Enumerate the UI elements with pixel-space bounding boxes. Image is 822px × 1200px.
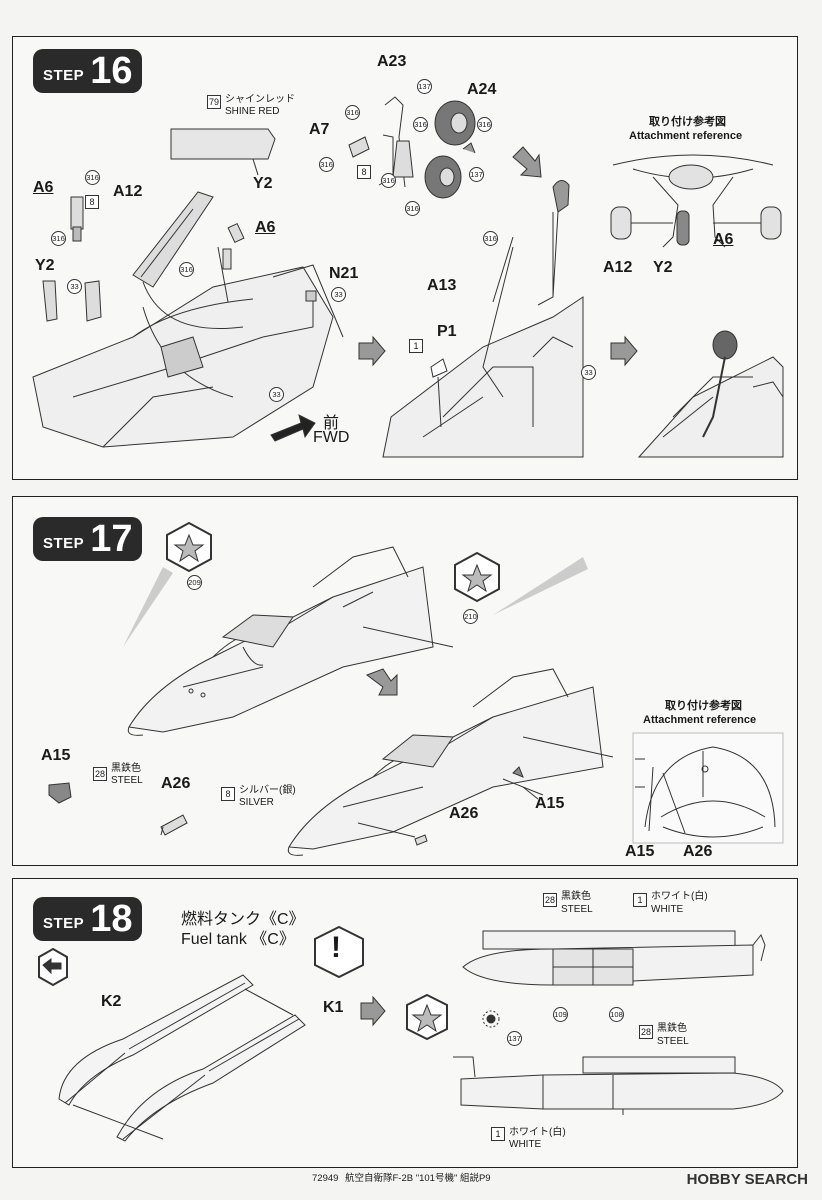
part-label-k1: K1 (323, 999, 344, 1016)
decal-316: 316 (345, 105, 360, 120)
decal-109: 109 (553, 1007, 568, 1022)
fwd-label-jp: 前 (323, 415, 340, 432)
decal-108: 108 (609, 1007, 624, 1022)
decal-316: 316 (483, 231, 498, 246)
paint-code-box: 28 (93, 767, 107, 781)
decal-316: 316 (381, 173, 396, 188)
paint-code-box: 28 (543, 893, 557, 907)
part-label-a13: A13 (427, 277, 457, 294)
part-label-a24: A24 (467, 81, 497, 98)
paint-name-jp: ホワイト(白) (509, 1127, 566, 1138)
paint-code-box: 8 (357, 165, 371, 179)
ref-label-a12: A12 (603, 259, 633, 276)
paint-name-jp: ホワイト(白) (651, 891, 708, 902)
decal-316: 316 (477, 117, 492, 132)
step18-panel: STEP 18 (12, 878, 798, 1168)
step16-badge: STEP 16 (33, 49, 143, 93)
footer-code: 72949 (312, 1173, 339, 1184)
part-label-a12: A12 (113, 183, 143, 200)
paint-name-en: WHITE (509, 1139, 542, 1150)
paint-code-box: 1 (409, 339, 423, 353)
part-label-n21: N21 (329, 265, 359, 282)
part-label-p1: P1 (437, 323, 457, 340)
step-number: 18 (90, 898, 133, 940)
step18-illustration (38, 925, 784, 1142)
decal-316: 316 (413, 117, 428, 132)
paint-code-box: 79 (207, 95, 221, 109)
paint-name-en: STEEL (111, 775, 143, 786)
decal-137: 137 (417, 79, 432, 94)
part-label-y2: Y2 (253, 175, 273, 192)
reference-title-en: Attachment reference (629, 130, 743, 142)
part-label-a26: A26 (449, 805, 479, 822)
part-label-a26: A26 (161, 775, 191, 792)
paint-name-en: WHITE (651, 904, 684, 915)
watermark: HOBBY SEARCH (686, 1171, 808, 1188)
step-number: 17 (90, 518, 133, 560)
ref-label-a15: A15 (625, 843, 655, 860)
paint-name-en: STEEL (561, 904, 593, 915)
reference-title-jp: 取り付け参考図 (649, 116, 726, 128)
decal-316: 316 (179, 262, 194, 277)
step-word: STEP (43, 914, 85, 932)
paint-name-jp: シルバー(銀) (239, 785, 296, 796)
step16-panel: STEP 16 (12, 36, 798, 480)
fuel-tank-title-en: Fuel tank 《C》 (181, 931, 295, 948)
paint-name-en: STEEL (657, 1036, 689, 1047)
paint-code-box: 8 (221, 787, 235, 801)
decal-33: 33 (67, 279, 82, 294)
decal-316: 316 (85, 170, 100, 185)
decal-210: 210 (463, 609, 478, 624)
step17-badge: STEP 17 (33, 517, 143, 561)
decal-137: 137 (469, 167, 484, 182)
paint-code-box: 1 (633, 893, 647, 907)
decal-316: 316 (319, 157, 334, 172)
decal-316: 316 (51, 231, 66, 246)
paint-code-box: 28 (639, 1025, 653, 1039)
reference-title-en: Attachment reference (643, 714, 757, 726)
part-label-a23: A23 (377, 53, 407, 70)
paint-name-en: SHINE RED (225, 106, 280, 117)
step-word: STEP (43, 66, 85, 84)
ref-label-y2: Y2 (653, 259, 673, 276)
decal-137: 137 (507, 1031, 522, 1046)
step17-panel: STEP 17 (12, 496, 798, 866)
decal-33: 33 (581, 365, 596, 380)
step17-illustration (48, 521, 784, 856)
reference-title-jp: 取り付け参考図 (665, 700, 742, 712)
ref-label-a26: A26 (683, 843, 713, 860)
step18-badge: STEP 18 (33, 897, 143, 941)
fuel-tank-title-jp: 燃料タンク《C》 (181, 911, 305, 928)
part-label-a15: A15 (41, 747, 71, 764)
paint-name-en: SILVER (239, 797, 274, 808)
part-label-a6: A6 (255, 219, 276, 236)
decal-209: 209 (187, 575, 202, 590)
step-word: STEP (43, 534, 85, 552)
paint-name-jp: シャインレッド (225, 94, 295, 105)
paint-name-jp: 黒鉄色 (561, 891, 591, 902)
ref-label-a6: A6 (713, 231, 734, 248)
paint-code-box: 8 (85, 195, 99, 209)
part-label-a7: A7 (309, 121, 330, 138)
decal-33: 33 (269, 387, 284, 402)
paint-name-jp: 黒鉄色 (111, 763, 141, 774)
part-label-a6: A6 (33, 179, 54, 196)
paint-name-jp: 黒鉄色 (657, 1023, 687, 1034)
footer-text: 航空自衛隊F-2B "101号機" 組説P9 (345, 1173, 491, 1184)
part-label-a15: A15 (535, 795, 565, 812)
part-label-y2: Y2 (35, 257, 55, 274)
step-number: 16 (90, 50, 133, 92)
paint-code-box: 1 (491, 1127, 505, 1141)
step16-illustration (32, 96, 784, 458)
decal-33: 33 (331, 287, 346, 302)
fwd-label-en: FWD (313, 429, 350, 446)
part-label-k2: K2 (101, 993, 122, 1010)
exclaim-icon: ! (331, 931, 341, 964)
decal-316: 316 (405, 201, 420, 216)
